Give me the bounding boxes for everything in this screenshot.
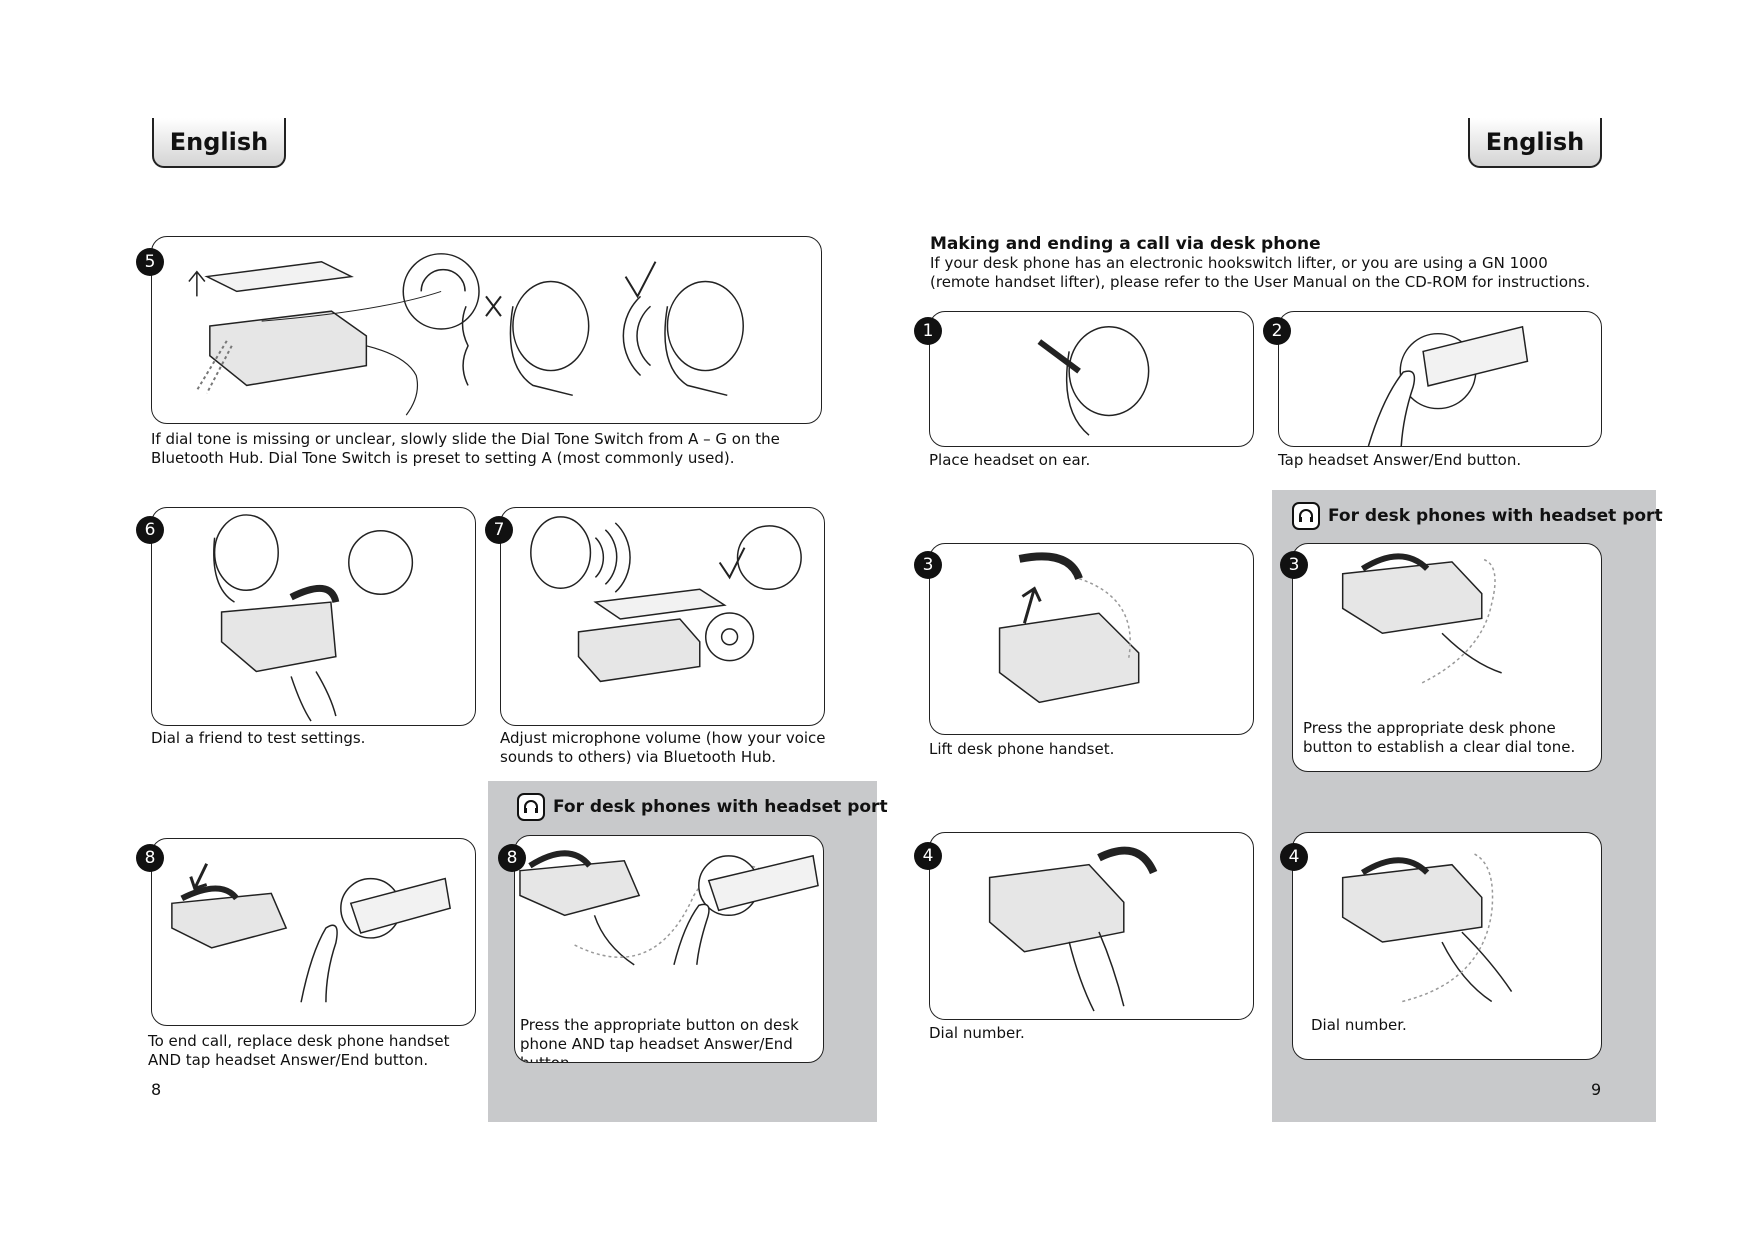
step-3-caption: Lift desk phone handset. bbox=[929, 740, 1115, 758]
section-title: Making and ending a call via desk phone bbox=[930, 234, 1321, 254]
step-7-illustration bbox=[500, 507, 825, 726]
step-8-illustration bbox=[151, 838, 476, 1026]
step-6-badge: 6 bbox=[136, 516, 164, 544]
step-1-badge: 1 bbox=[914, 317, 942, 345]
step-5-badge: 5 bbox=[136, 248, 164, 276]
step-1-caption: Place headset on ear. bbox=[929, 451, 1091, 469]
section-intro: If your desk phone has an electronic hoo… bbox=[930, 254, 1591, 291]
step-3-illustration bbox=[929, 543, 1254, 735]
step-5-illustration bbox=[151, 236, 822, 424]
port-step-4-badge: 4 bbox=[1280, 843, 1308, 871]
step-7-badge: 7 bbox=[485, 516, 513, 544]
step-2-badge: 2 bbox=[1263, 317, 1291, 345]
step-8-badge: 8 bbox=[136, 844, 164, 872]
page-number-right: 9 bbox=[1591, 1080, 1602, 1099]
step-4-badge: 4 bbox=[914, 842, 942, 870]
headset-icon bbox=[517, 793, 545, 821]
headset-port-heading-left: For desk phones with headset port bbox=[517, 793, 888, 821]
port-step-8-illustration: Press the appropriate button on desk pho… bbox=[514, 835, 824, 1063]
step-1-illustration bbox=[929, 311, 1254, 447]
step-6-illustration bbox=[151, 507, 476, 726]
step-6-caption: Dial a friend to test settings. bbox=[151, 729, 366, 747]
step-7-caption: Adjust microphone volume (how your voice… bbox=[500, 729, 826, 766]
language-tab-left: English bbox=[152, 118, 286, 168]
step-3-badge: 3 bbox=[914, 551, 942, 579]
port-step-3-caption: Press the appropriate desk phone button … bbox=[1303, 719, 1576, 756]
step-2-caption: Tap headset Answer/End button. bbox=[1278, 451, 1522, 469]
step-4-caption: Dial number. bbox=[929, 1024, 1025, 1042]
port-step-8-badge: 8 bbox=[498, 844, 526, 872]
step-2-illustration bbox=[1278, 311, 1602, 447]
step-4-illustration bbox=[929, 832, 1254, 1020]
port-step-8-caption: Press the appropriate button on desk pho… bbox=[520, 1016, 799, 1063]
step-5-caption: If dial tone is missing or unclear, slow… bbox=[151, 430, 780, 467]
port-step-4-caption: Dial number. bbox=[1311, 1016, 1407, 1034]
headset-port-heading-right: For desk phones with headset port bbox=[1292, 502, 1663, 530]
page-number-left: 8 bbox=[151, 1080, 162, 1099]
port-step-3-badge: 3 bbox=[1280, 551, 1308, 579]
headset-icon bbox=[1292, 502, 1320, 530]
port-step-3-illustration: Press the appropriate desk phone button … bbox=[1292, 543, 1602, 772]
step-8-caption: To end call, replace desk phone handset … bbox=[148, 1032, 450, 1069]
language-tab-right: English bbox=[1468, 118, 1602, 168]
port-step-4-illustration: Dial number. bbox=[1292, 832, 1602, 1060]
